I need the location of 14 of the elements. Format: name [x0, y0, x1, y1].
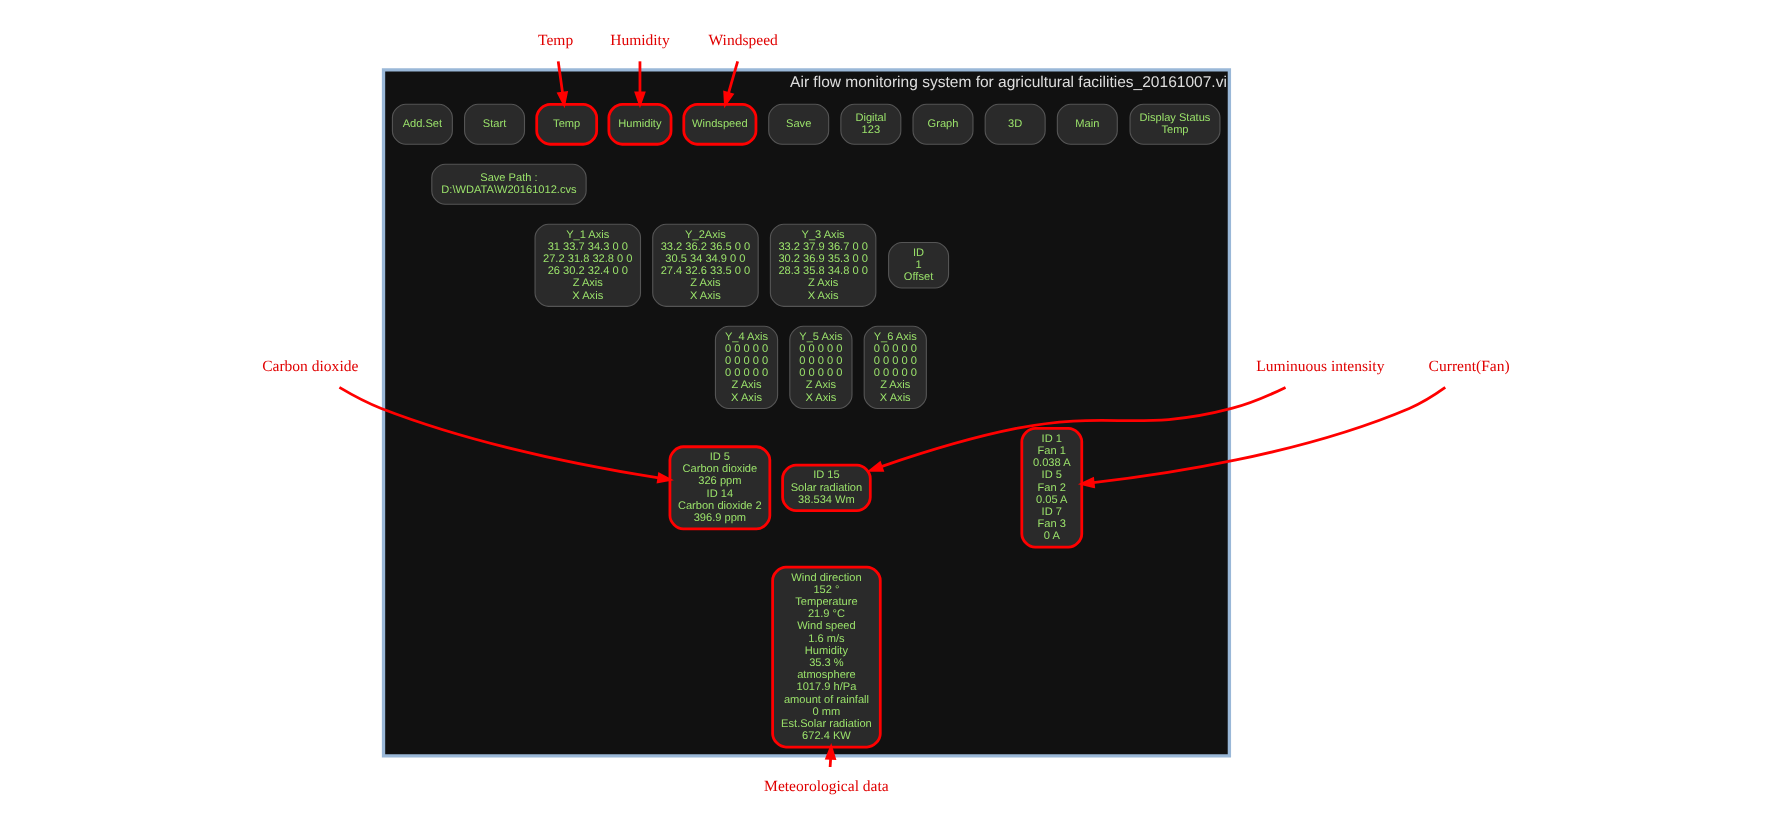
node-text: Meteorological data	[763, 777, 888, 796]
node-text: Luminuous intensity	[1255, 357, 1384, 376]
arrow	[633, 61, 645, 109]
arrow	[1076, 386, 1446, 489]
arrow	[337, 386, 673, 484]
node-text: Current(Fan)	[1427, 357, 1509, 376]
arrow	[823, 743, 836, 768]
node-text: Humidity	[609, 31, 669, 50]
arrow	[555, 61, 568, 109]
node-text: Carbon dioxide	[261, 357, 358, 376]
node-text: Temp	[537, 31, 573, 50]
node-text: Windspeed	[707, 31, 777, 50]
arrow	[865, 386, 1286, 472]
arrow	[722, 60, 738, 109]
